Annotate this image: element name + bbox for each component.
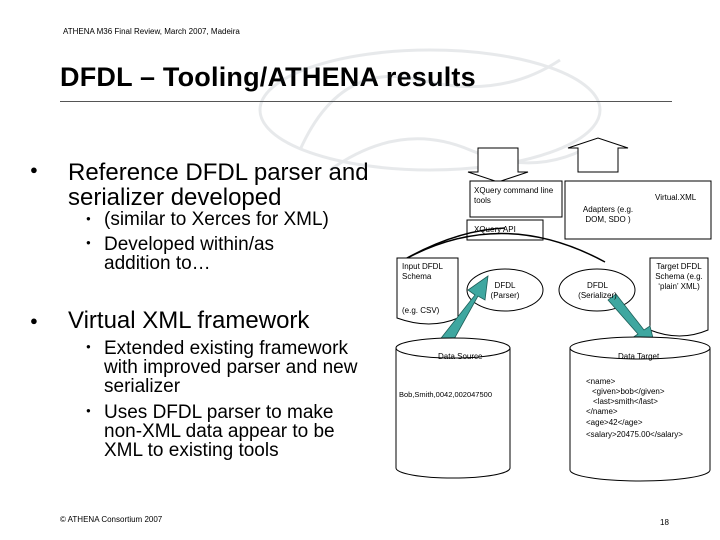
target-line: <age>42</age> [586, 418, 643, 427]
virtualxml-label: Virtual.XML [655, 193, 697, 202]
sub-bullet-dot: ● [86, 406, 91, 415]
bullet-2-sub-2: Uses DFDL parser to make non-XML data ap… [104, 402, 335, 461]
header-note: ATHENA M36 Final Review, March 2007, Mad… [63, 27, 240, 36]
data-source-content: Bob,Smith,0042,002047500 [399, 390, 492, 399]
sub-bullet-dot: ● [86, 342, 91, 351]
data-source-cylinder [395, 337, 511, 479]
title-divider [60, 101, 672, 102]
target-line: <salary>20475.00</salary> [586, 430, 683, 439]
xquery-api-label: XQuery API [474, 225, 516, 234]
target-line: <given>bob</given> [592, 387, 665, 396]
bullet-dot: ● [30, 313, 38, 328]
xquery-tools-arrow [467, 147, 529, 183]
virtualxml-arrow [567, 137, 629, 173]
data-target-cylinder [569, 336, 711, 482]
data-target-label: Data Target [618, 352, 660, 361]
bullet-1-sub-2: Developed within/as addition to… [104, 234, 275, 274]
target-line: </name> [586, 407, 618, 416]
watermark-logo [258, 48, 602, 172]
xquery-cmd-box [469, 180, 563, 218]
copyright-footer: © ATHENA Consortium 2007 [60, 515, 163, 524]
bullet-1-text: Reference DFDL parser and serializer dev… [68, 159, 369, 211]
virtualxml-box [564, 180, 712, 240]
bullet-dot: ● [30, 162, 38, 177]
input-eg-label: (e.g. CSV) [402, 306, 440, 315]
bullet-1-sub-1: (similar to Xerces for XML) [104, 209, 329, 230]
xquery-cmd-label: XQuery command line tools [474, 186, 554, 205]
target-line: <last>smith</last> [593, 397, 658, 406]
input-schema-label: Input DFDL Schema [402, 262, 443, 281]
data-source-label: Data Source [438, 352, 483, 361]
adapters-label: Adapters (e.g. DOM, SDO ) [582, 205, 634, 224]
serializer-label: DFDL (Serializer) [578, 281, 617, 300]
bullet-2-sub-1: Extended existing framework with improve… [104, 338, 358, 397]
parser-label: DFDL (Parser) [490, 281, 520, 300]
slide-title: DFDL – Tooling/ATHENA results [60, 62, 476, 92]
sub-bullet-dot: ● [86, 238, 91, 247]
bullet-2-text: Virtual XML framework [68, 307, 310, 334]
sub-bullet-dot: ● [86, 214, 91, 223]
target-line: <name> [586, 377, 616, 386]
page-number: 18 [660, 518, 669, 527]
target-schema-label: Target DFDL Schema (e.g. ‘plain’ XML) [655, 262, 703, 291]
